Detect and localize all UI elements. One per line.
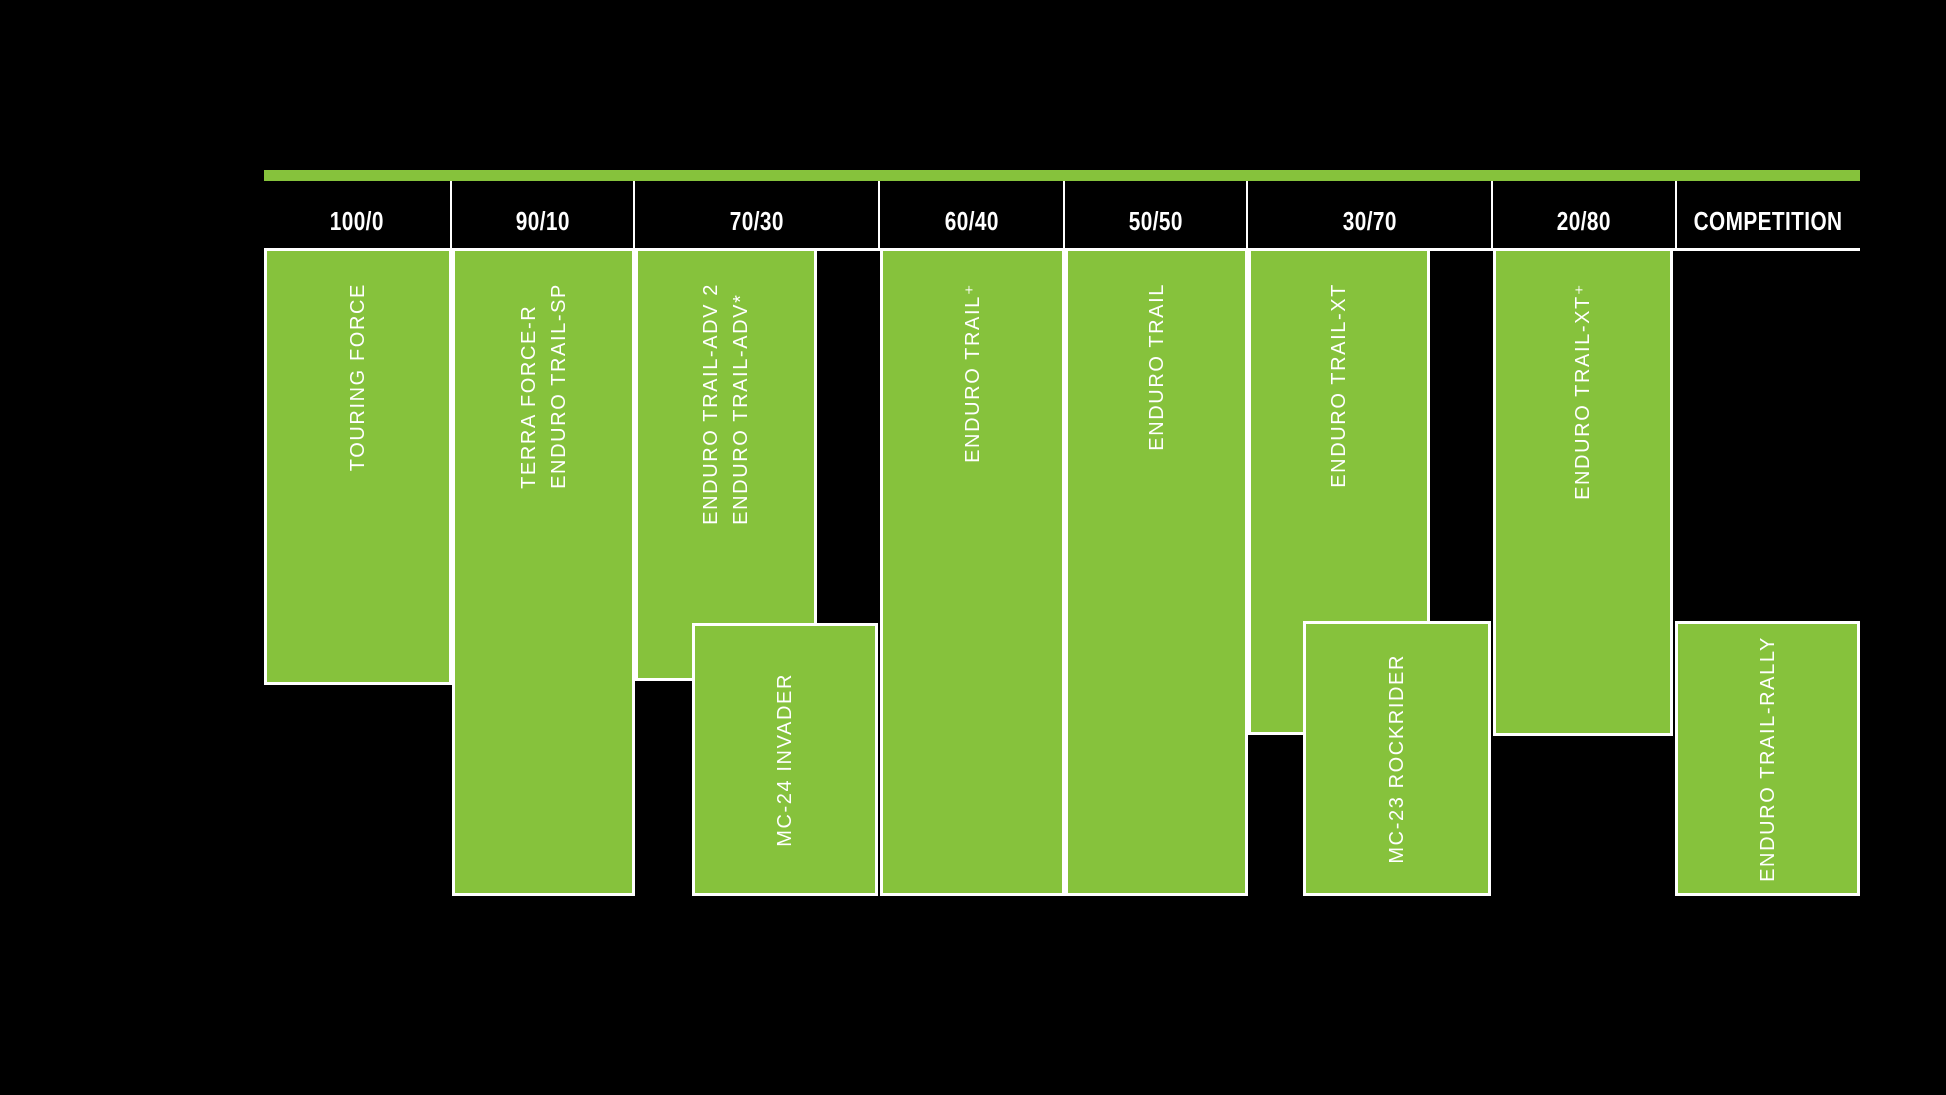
header-label: 60/40 [944,205,999,236]
product-label: MC-23 ROCKRIDER [1386,653,1408,864]
header-label: 20/80 [1556,205,1612,236]
block-enduro-trail-adv: ENDURO TRAIL-ADV 2 ENDURO TRAIL-ADV* [635,248,817,681]
product-label: MC-24 INVADER [774,672,796,847]
header-label: COMPETITION [1694,205,1843,236]
block-mc24-invader: MC-24 INVADER [692,623,878,896]
product-label: ENDURO TRAIL-RALLY [1756,635,1779,882]
header-cell-competition: COMPETITION [1677,181,1860,248]
product-label: ENDURO TRAIL-XT⁺ [1572,283,1594,500]
block-mc23-rockrider: MC-23 ROCKRIDER [1303,621,1491,896]
header-cell-90-10: 90/10 [452,181,635,248]
product-label: ENDURO TRAIL [1145,283,1168,451]
green-accent-bar [264,170,1860,181]
product-label: TOURING FORCE [347,283,369,472]
product-label: ENDURO TRAIL⁺ [961,283,984,463]
header-cell-60-40: 60/40 [880,181,1065,248]
product-label: TERRA FORCE-R ENDURO TRAIL-SP [517,283,570,489]
block-enduro-trail-xt-plus: ENDURO TRAIL-XT⁺ [1493,248,1673,736]
header-cell-30-70: 30/70 [1248,181,1493,248]
block-enduro-trail-rally: ENDURO TRAIL-RALLY [1675,621,1860,896]
product-label: ENDURO TRAIL-XT [1328,283,1350,488]
header-label: 90/10 [515,205,570,236]
header-label: 100/0 [329,205,385,236]
block-enduro-trail: ENDURO TRAIL [1065,248,1248,896]
header-cell-20-80: 20/80 [1493,181,1677,248]
block-enduro-trail-plus: ENDURO TRAIL⁺ [880,248,1065,896]
header-cell-70-30: 70/30 [635,181,880,248]
block-terra-force-r-enduro-trail-sp: TERRA FORCE-R ENDURO TRAIL-SP [452,248,635,896]
header-label: 70/30 [729,205,784,236]
product-label: ENDURO TRAIL-ADV 2 ENDURO TRAIL-ADV* [700,283,752,525]
ratio-header-row: 100/0 90/10 70/30 60/40 50/50 30/70 20/8… [264,181,1860,251]
block-touring-force: TOURING FORCE [264,248,452,685]
header-cell-100-0: 100/0 [264,181,452,248]
header-label: 30/70 [1342,205,1397,236]
header-cell-50-50: 50/50 [1065,181,1248,248]
header-label: 50/50 [1128,205,1183,236]
